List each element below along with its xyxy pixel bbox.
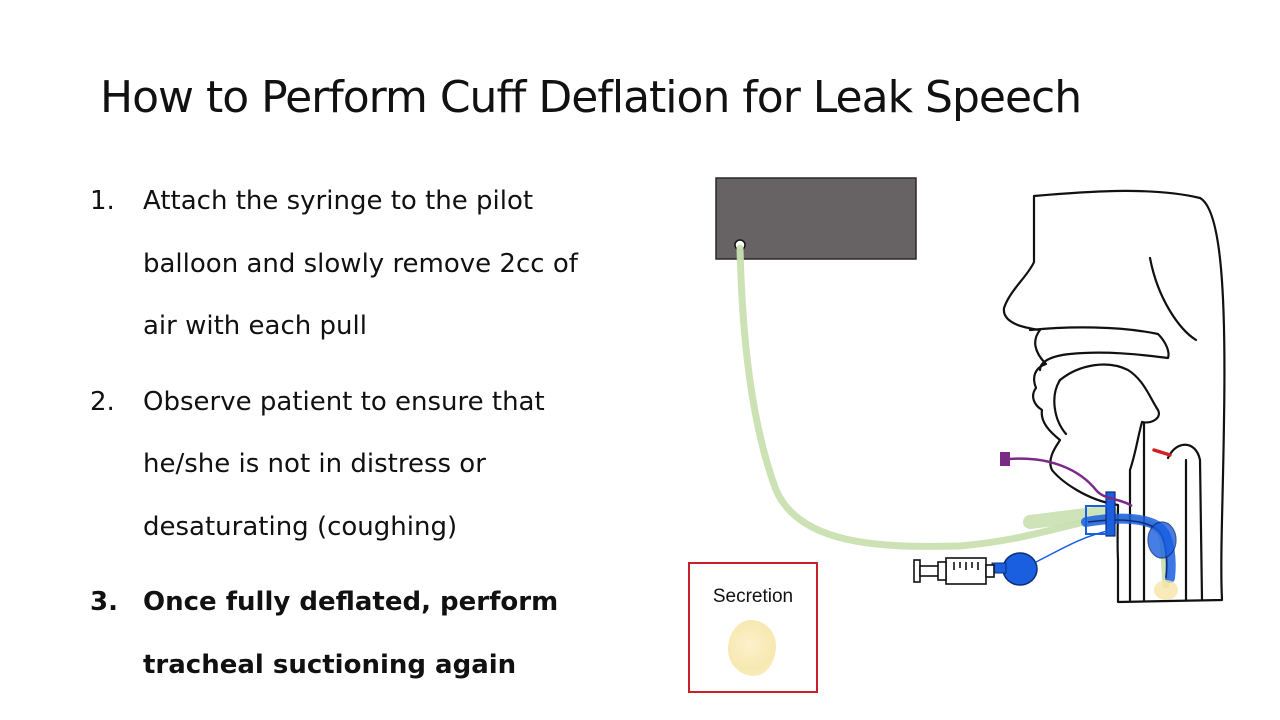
secretion-blob-icon — [1154, 580, 1178, 600]
inner-cannula-connector-icon — [1000, 452, 1132, 506]
marker-icon — [1154, 450, 1170, 455]
secretion-swatch-icon — [728, 620, 776, 676]
head-neck-anatomy-icon — [1004, 191, 1225, 602]
suction-device-icon — [716, 178, 916, 259]
secretion-legend-label: Secretion — [690, 586, 816, 608]
pilot-balloon-icon — [992, 553, 1037, 585]
secretion-legend: Secretion — [688, 562, 818, 693]
syringe-icon — [914, 558, 994, 584]
